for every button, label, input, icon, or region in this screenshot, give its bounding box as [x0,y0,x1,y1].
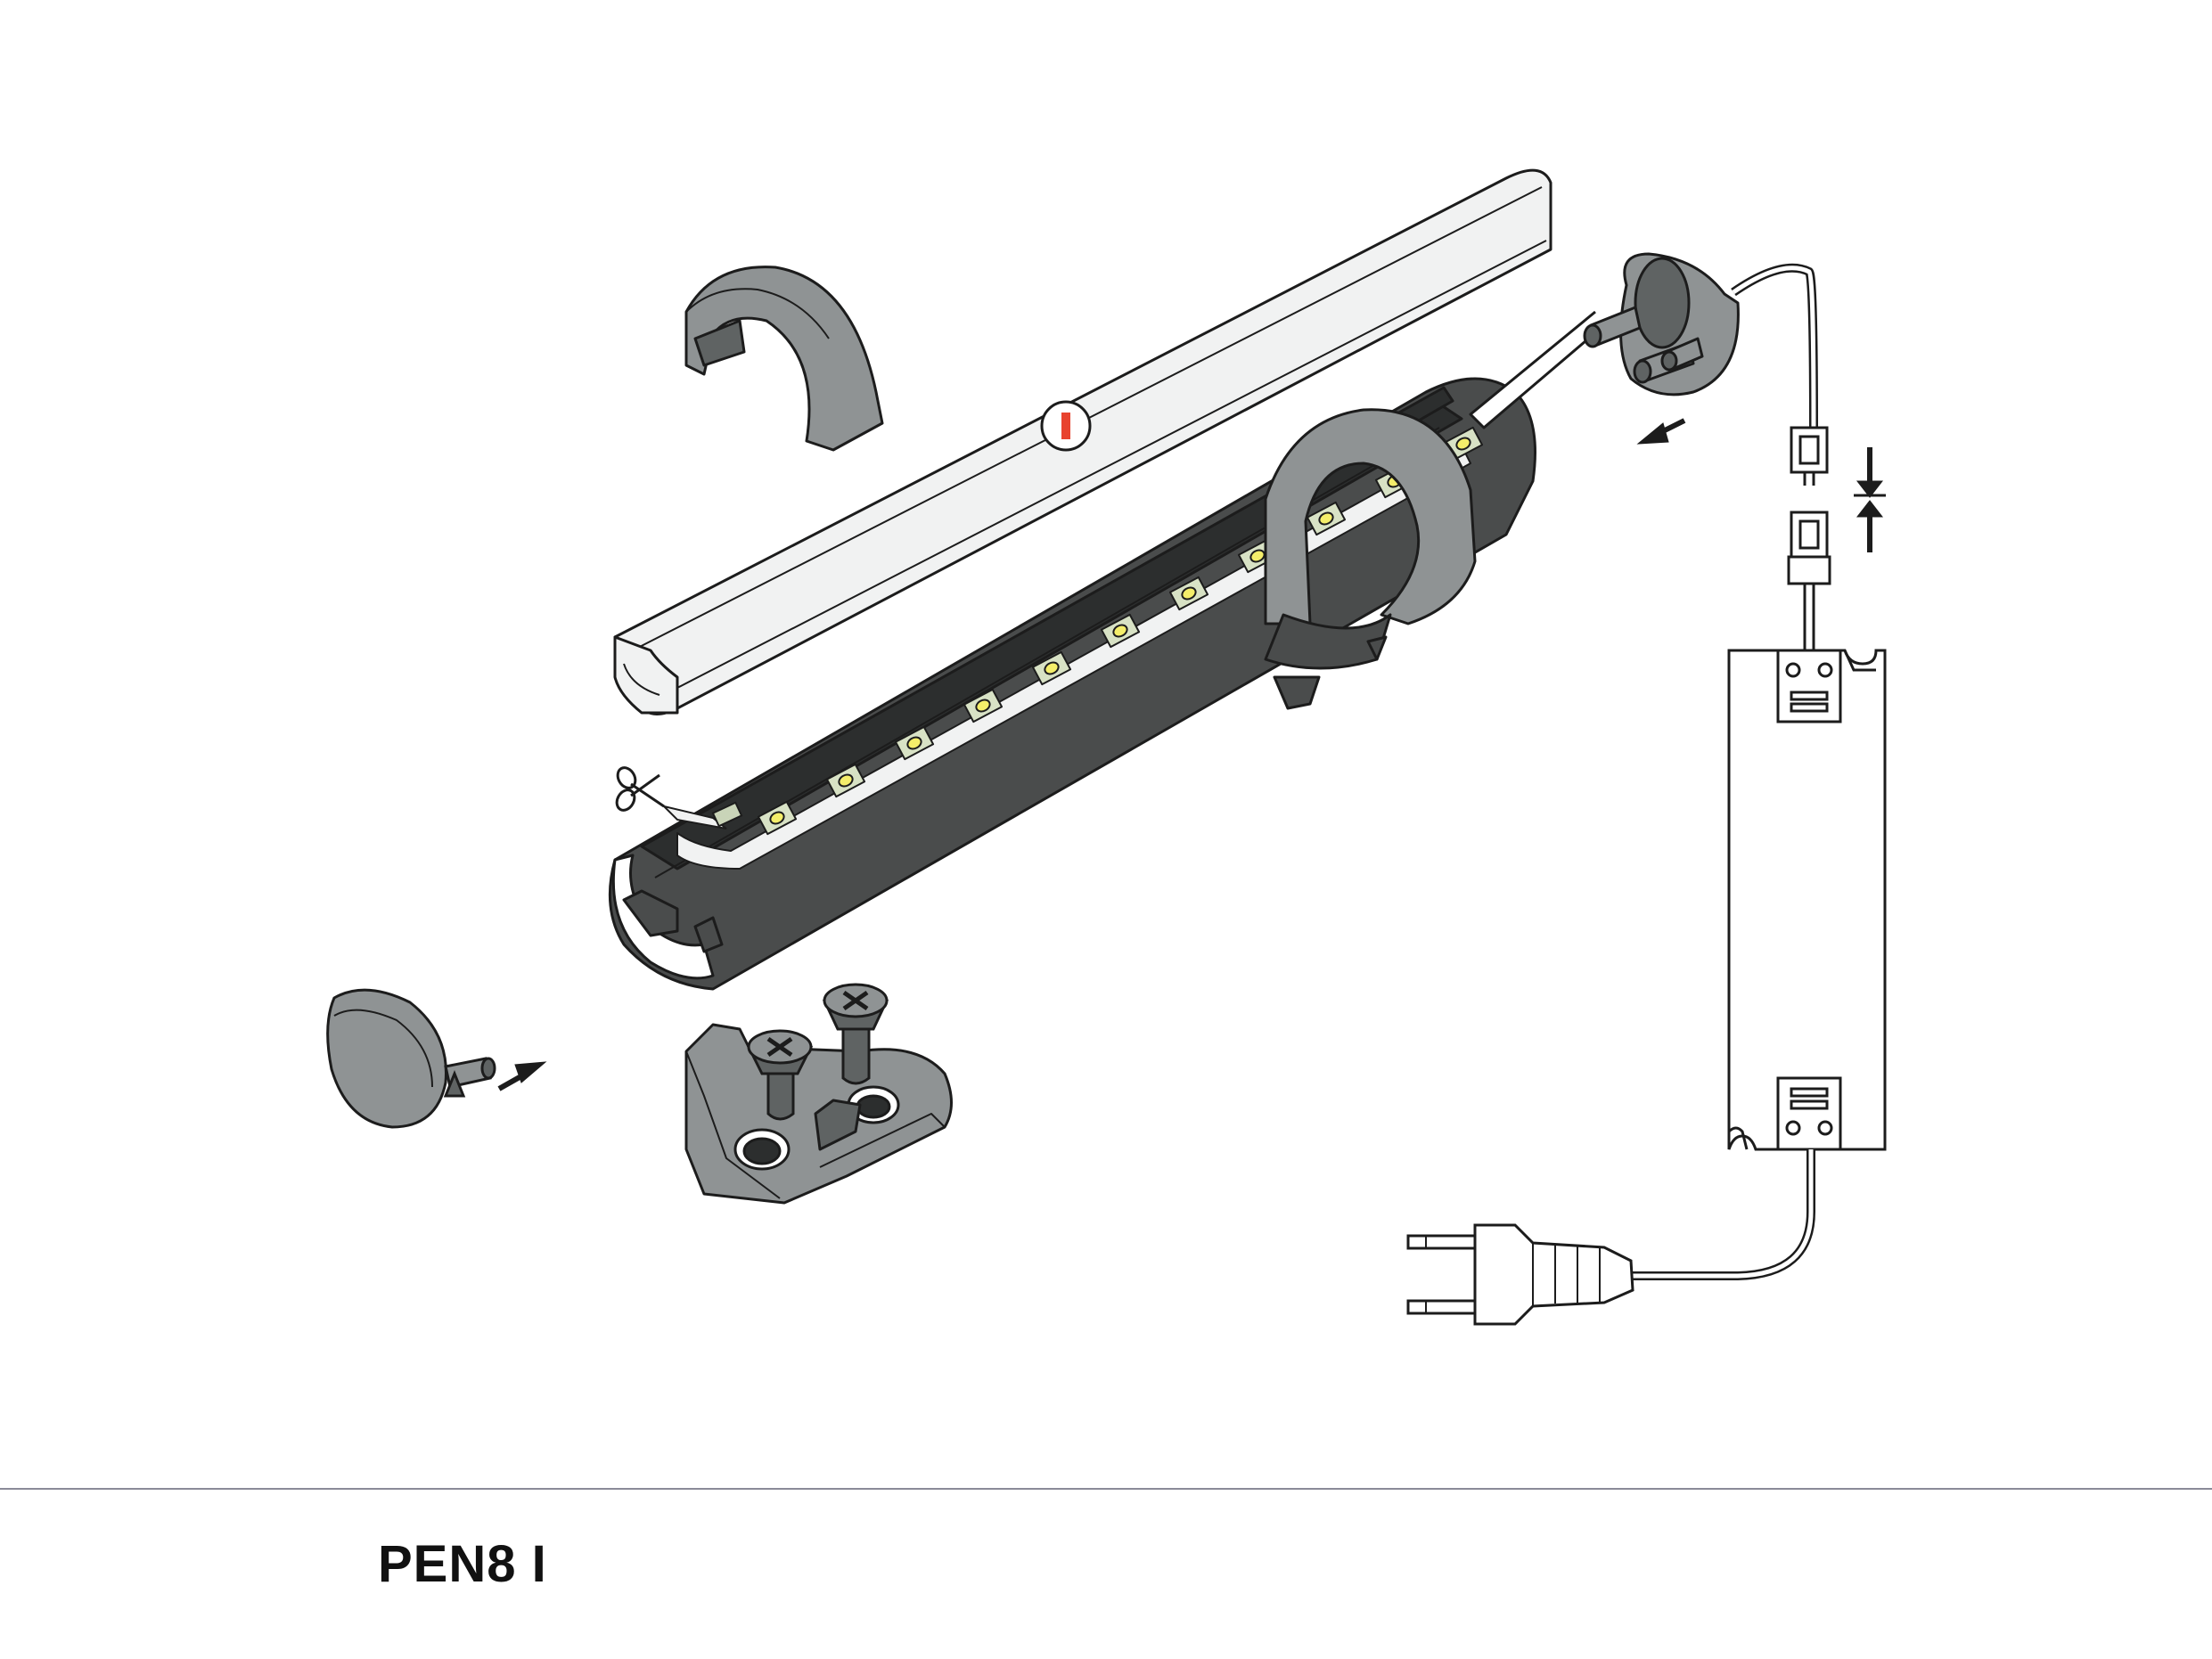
mounting-bracket [684,1023,953,1205]
plug-icon [1406,1223,1634,1326]
led-chip [963,688,1004,723]
led-chip [757,800,798,836]
product-code-label: PEN8 I [378,1535,547,1593]
led-chip [1031,650,1072,686]
connect-arrows [1854,447,1886,552]
insert-arrow-left-cap [497,1061,547,1091]
cable-to-connector [1731,263,1818,429]
connector-female [1787,511,1831,650]
led-chip [1306,501,1347,536]
scissors-icon [615,766,665,812]
footer-divider [0,1488,2212,1490]
led-chip [894,725,935,761]
screw-icon [822,983,889,1085]
cover-badge: I [1040,400,1092,452]
end-cap-closed [326,988,496,1129]
mains-cable [1622,1149,1815,1280]
mounting-clip-installed [1264,408,1477,710]
led-chip [825,763,866,798]
led-chip [1168,576,1209,611]
power-supply [1727,649,1887,1151]
connector-male [1790,426,1829,486]
end-cap-with-cable-hole [1469,252,1740,429]
led-chip [1100,613,1141,649]
led-chips [757,426,1484,836]
screw-icon [746,1029,814,1121]
mounting-clip [684,266,884,452]
insert-arrow-right-cap [1636,418,1686,445]
strip-cut-end [660,801,743,830]
